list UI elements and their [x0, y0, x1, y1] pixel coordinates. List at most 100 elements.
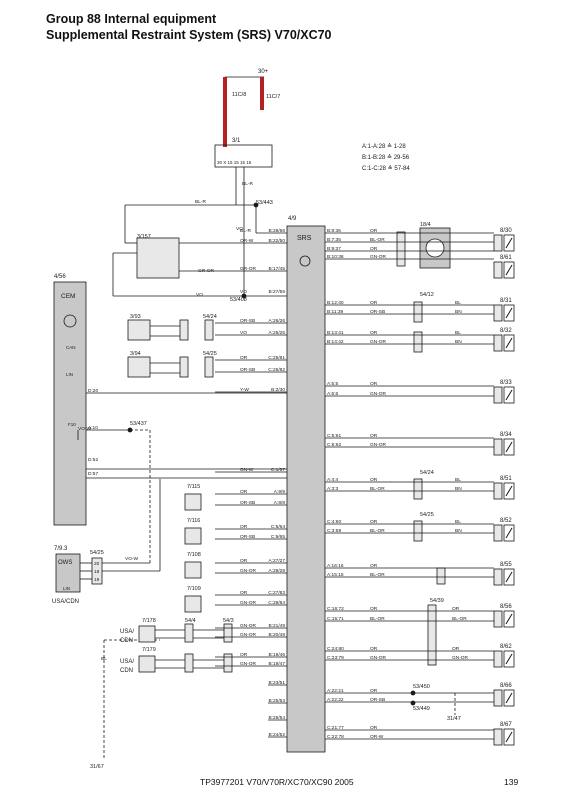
switch-pins-label: 30 X 15 15 15 15: [217, 160, 252, 165]
wire-color-label: BL-R: [242, 181, 253, 187]
node-dot: [253, 202, 259, 208]
wire-color-label: OR-SB: [240, 367, 255, 373]
connector-label: 8/34: [500, 432, 512, 438]
wire-color-label: BL-OR: [370, 616, 385, 622]
cem-pin-label: A:10: [88, 425, 98, 431]
connector-block: [493, 524, 503, 542]
ignition-switch: [214, 144, 273, 168]
wire-color-label: BN: [455, 339, 462, 345]
srs-output-pin: C:3:59: [327, 528, 341, 534]
srs-output-pin: C:23:79: [327, 655, 344, 661]
srs-input-pin: A:27/27: [268, 558, 285, 564]
lightning-icon: [505, 264, 513, 276]
wire-color-label: VO: [236, 226, 243, 232]
lightning-icon: [505, 485, 513, 497]
srs-output-pin: B:12:40: [327, 300, 344, 306]
srs-input-pin: B:19/46: [268, 652, 285, 658]
wire-color-label: OR: [370, 246, 378, 252]
srs-input-pin: C:26/82: [268, 367, 285, 373]
wire-color-label: OR: [240, 652, 248, 658]
wire-color-label: VO-W: [125, 556, 139, 562]
wire-color-label: VO: [240, 289, 247, 295]
srs-output-pin: B:14:42: [327, 339, 344, 345]
wire-color-label: OR-SB: [240, 534, 255, 540]
wire-color-label: OR: [370, 477, 378, 483]
srs-input-pin: A:26/26: [268, 318, 285, 324]
srs-extra-pin: B:25/53: [268, 698, 285, 704]
wire-color-label: Y-W: [240, 387, 249, 393]
node-label: 53/437: [130, 421, 147, 427]
srs-output-pin: A:6:6: [327, 391, 339, 397]
wire-color-label: OR-SB: [370, 697, 385, 703]
node-label: 53/450: [413, 684, 430, 690]
srs-output-pin: B:10:38: [327, 254, 344, 260]
can-label: CAN: [66, 345, 76, 350]
wire-color-label: BN: [455, 486, 462, 492]
ows-connector-label: 54/25: [90, 550, 104, 556]
wire-color-label: OR: [370, 563, 378, 569]
wire-color-label: VO: [196, 292, 203, 298]
wire-color-label: OR-W: [240, 238, 254, 244]
wire-color-label: BL: [101, 656, 107, 662]
component-label: 7/116: [187, 518, 200, 524]
market-label: USA/: [120, 659, 134, 665]
srs-extra-pin: B:24/52: [268, 732, 285, 738]
wire-color-label: OR: [370, 646, 378, 652]
wire-color-label: OR: [452, 606, 460, 612]
cem-icon: [63, 314, 77, 328]
wire-color-label: OR: [370, 688, 378, 694]
lightning-icon: [505, 527, 513, 539]
lightning-icon: [505, 337, 513, 349]
wire-color-label: BL-R: [240, 228, 251, 234]
wire-color-label: OR: [370, 228, 378, 234]
cem-id-label: 4/56: [54, 274, 66, 280]
wire-color-label: GN-OR: [240, 568, 257, 574]
wire-color-label: GR-OR: [198, 268, 215, 274]
srs-output-pin: B:11:39: [327, 309, 344, 315]
srs-input-pin: B:22/50: [268, 238, 285, 244]
srs-output-pin: B:9:37: [327, 246, 341, 252]
srs-input-pin: B:21/49: [268, 623, 285, 629]
wire-color-label: GN-OR: [370, 339, 387, 345]
wire-color-label: BL-OR: [370, 572, 385, 578]
switch-label: 3/1: [232, 138, 241, 144]
srs-input-pin: C:25/81: [268, 355, 285, 361]
page-title: Group 88 Internal equipment: [46, 12, 217, 26]
node-label: 53/443: [256, 200, 273, 206]
power-supply-label: 30+: [258, 69, 269, 75]
occupant-sensor: [136, 237, 180, 279]
srs-output-pin: C:5:61: [327, 433, 341, 439]
srs-output-pin: A:15:15: [327, 572, 344, 578]
pin-legend-line: C:1-C:28 ≙ 57-84: [362, 165, 410, 172]
srs-input-pin: B:17/45: [268, 266, 285, 272]
connector-label: 8/67: [500, 722, 512, 728]
srs-output-pin: B:7:35: [327, 237, 341, 243]
ows-pin: 19: [94, 577, 100, 583]
connector-block: [493, 334, 503, 352]
wire-color-label: OR: [240, 489, 248, 495]
wire-color-label: OR: [452, 646, 460, 652]
srs-output-pin: A:16:16: [327, 563, 344, 569]
ows-module: [55, 553, 81, 593]
market-label: USA/CDN: [52, 599, 79, 605]
market-label: CDN: [120, 668, 133, 674]
wire-color-label: GN-OR: [370, 442, 387, 448]
srs-input-pin: C:9/65: [271, 534, 285, 540]
wire-color-label: OR: [240, 355, 248, 361]
wire-color-label: OR: [370, 433, 378, 439]
connector-block: [493, 728, 503, 746]
wire-color-label: GN-OR: [240, 632, 257, 638]
srs-input-pin: B:2/30: [271, 387, 285, 393]
component-label: 7/108: [187, 552, 201, 558]
srs-output-pin: B:8:36: [327, 228, 341, 234]
srs-output-pin: C:16:72: [327, 606, 344, 612]
node-label: 53/408: [230, 297, 247, 303]
node-dot: [241, 293, 247, 299]
wire-color-label: OR: [370, 330, 378, 336]
lightning-icon: [505, 653, 513, 665]
srs-input-pin: A:25/25: [268, 330, 285, 336]
lightning-icon: [505, 692, 513, 704]
lightning-icon: [505, 307, 513, 319]
wire-color-label: OR: [370, 381, 378, 387]
component-label: 7/115: [187, 484, 200, 490]
